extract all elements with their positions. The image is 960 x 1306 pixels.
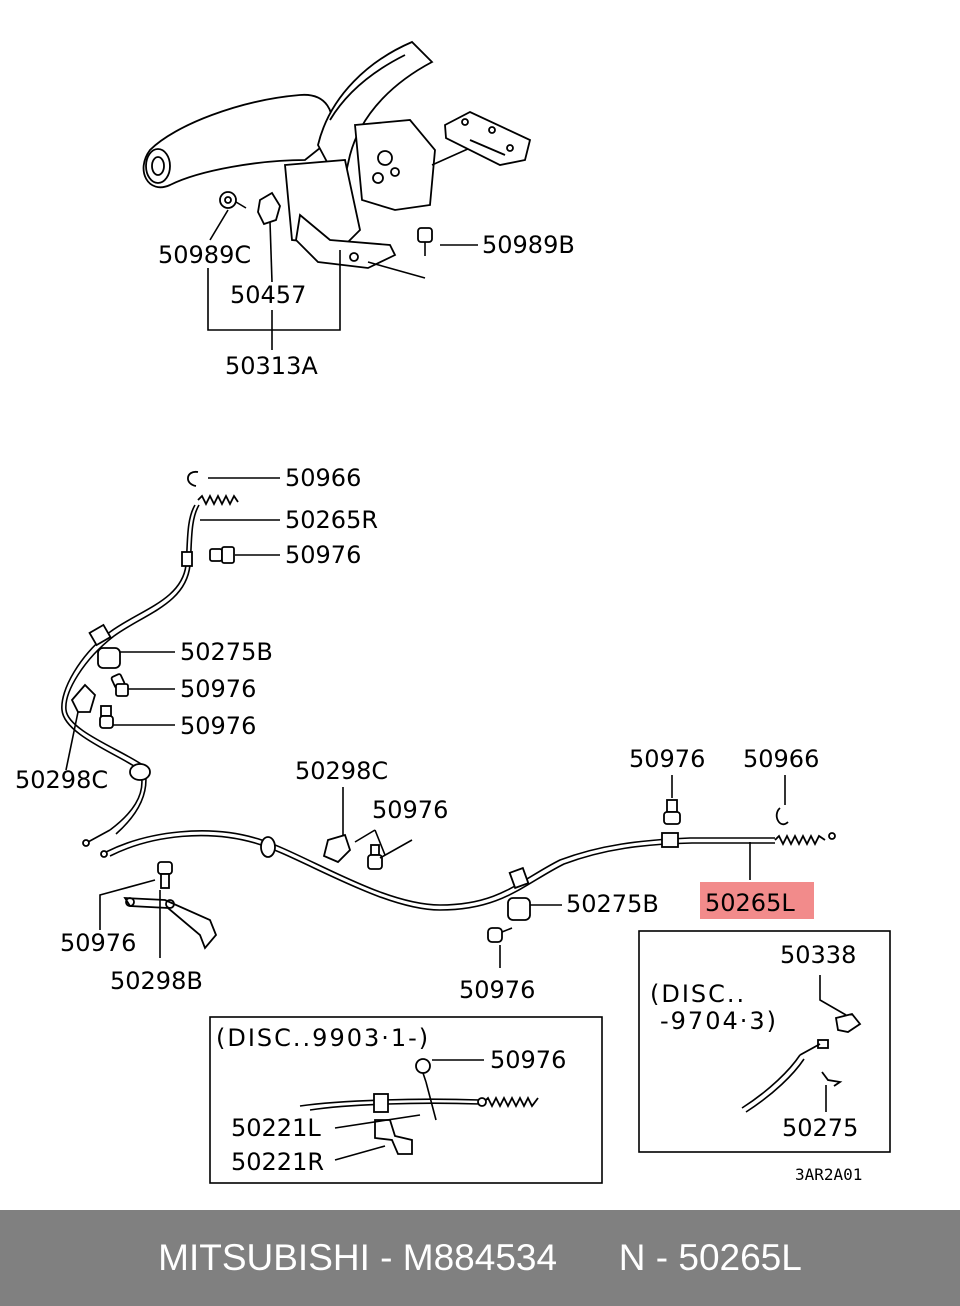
- label-50976-f: 50976: [459, 976, 535, 1004]
- label-50989c: 50989C: [158, 241, 251, 269]
- bracket-50298c-mid-icon: [322, 833, 352, 864]
- label-50457: 50457: [230, 281, 306, 309]
- label-50298b: 50298B: [110, 967, 203, 995]
- figure-code: 3AR2A01: [795, 1165, 862, 1184]
- label-50313a: 50313A: [225, 352, 318, 380]
- label-50976-g: 50976: [60, 929, 136, 957]
- label-50221r: 50221R: [231, 1148, 324, 1176]
- cable-50265r-drawing: [61, 471, 239, 847]
- footer-ref: N - 50265L: [618, 1237, 802, 1278]
- grommet-50275b-b-icon: [507, 897, 531, 921]
- label-50976-c: 50976: [180, 712, 256, 740]
- bolt-50976-f-icon: [487, 927, 513, 943]
- bolt-50976-a-icon: [209, 546, 235, 564]
- bolt-50989c-icon: [219, 191, 247, 209]
- bolt-50976-e-icon: [663, 799, 681, 825]
- label-50976-a: 50976: [285, 541, 361, 569]
- bolt-50989b-icon: [417, 227, 433, 256]
- parts-diagram: 50989C 50989B 50457 50313A: [15, 40, 891, 1184]
- label-50976-d: 50976: [372, 796, 448, 824]
- label-50298c-left: 50298C: [15, 766, 108, 794]
- label-50265l: 50265L: [705, 889, 795, 917]
- label-50265r: 50265R: [285, 506, 378, 534]
- bolt-50976-b-icon: [110, 673, 129, 697]
- inset-bottom-cable-drawing: [299, 1058, 539, 1155]
- label-50275: 50275: [782, 1114, 858, 1142]
- inset-bottom-note: (DISC..9903·1-): [216, 1024, 430, 1052]
- highlight-50265l: [700, 882, 814, 919]
- cable-50265l-drawing: [100, 830, 836, 911]
- label-50966-top: 50966: [285, 464, 361, 492]
- label-50275b-a: 50275B: [180, 638, 273, 666]
- label-50298c-mid: 50298C: [295, 757, 388, 785]
- bracket-50298b-icon: [123, 897, 218, 950]
- grommet-50275b-a-icon: [97, 647, 121, 669]
- footer-bar: MITSUBISHI - M884534 N - 50265L: [0, 1210, 960, 1306]
- footer-separator: -: [369, 1237, 403, 1278]
- label-50976-b: 50976: [180, 675, 256, 703]
- inset-box-bottom: [209, 1016, 603, 1184]
- footer-gap: [557, 1237, 619, 1279]
- bolt-50976-c-icon: [99, 705, 114, 729]
- label-50989b: 50989B: [482, 231, 575, 259]
- label-50976-h: 50976: [490, 1046, 566, 1074]
- inset-right-note-1: (DISC..: [650, 980, 746, 1008]
- bolt-50976-g-icon: [157, 861, 173, 889]
- inset-right-note-2: -9704·3): [660, 1007, 778, 1035]
- label-50338: 50338: [780, 941, 856, 969]
- parking-brake-lever-drawing: [142, 40, 532, 279]
- bolt-50976-d-icon: [367, 844, 383, 870]
- label-50221l: 50221L: [231, 1114, 321, 1142]
- label-50976-e: 50976: [629, 745, 705, 773]
- label-50275b-b: 50275B: [566, 890, 659, 918]
- inset-right-cable-drawing: [741, 1012, 862, 1113]
- inset-box-right: [638, 930, 891, 1153]
- clip-50457-icon: [257, 191, 281, 226]
- clip-50966-right-icon: [775, 807, 789, 826]
- footer-brand: MITSUBISHI: [158, 1237, 370, 1278]
- footer-part-number: M884534: [402, 1237, 558, 1278]
- label-50966-right: 50966: [743, 745, 819, 773]
